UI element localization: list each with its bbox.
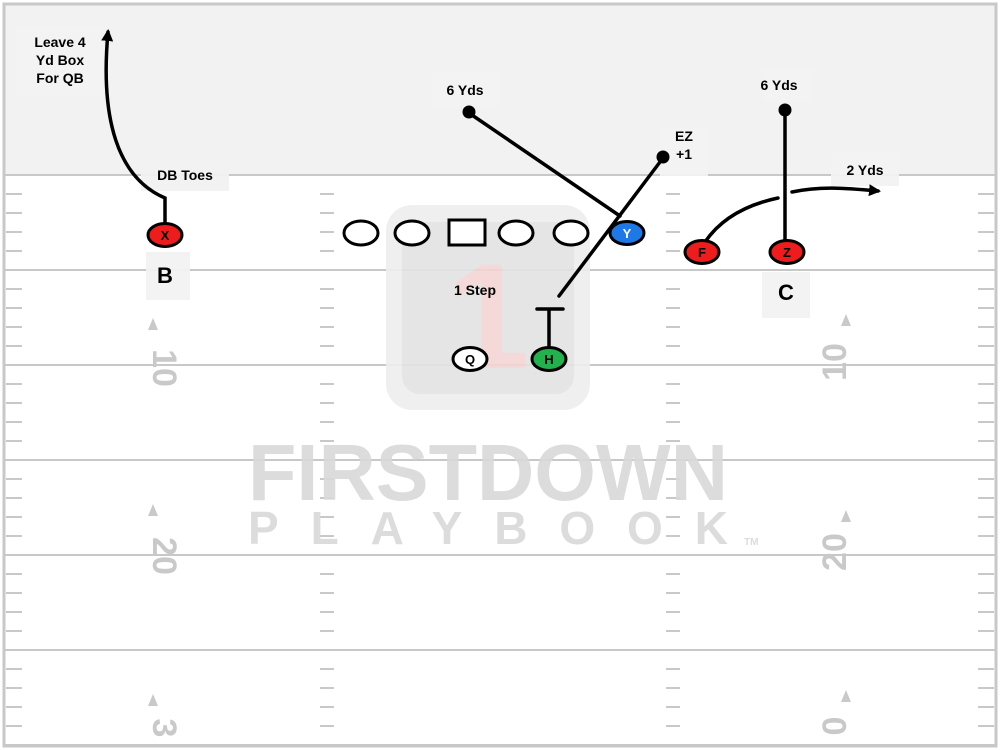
player-x-label: X [161,228,170,243]
player-h-label: H [544,352,553,367]
watermark-logo-mark: 1 [446,232,529,400]
route-end-dot-y [462,105,476,119]
player-f: F [683,239,721,265]
route-end-dot-ez [656,150,670,164]
hash-marks [6,193,994,727]
yard-number-right-20: 20 [816,533,854,571]
note-ez-line-1: EZ [675,128,693,144]
yard-number-left-10: 10 [145,349,183,387]
right-guard [497,219,535,247]
note-one-step: 1 Step [454,282,496,298]
yard-arrow-right-10 [841,314,851,326]
center [447,218,487,247]
left-guard [393,219,431,247]
label-b: B [157,263,173,288]
label-backgrounds [16,26,899,318]
yard-number-left-20: 20 [145,537,183,575]
end-zone [4,4,996,175]
player-y-label: Y [623,226,632,241]
note-two-yds: 2 Yds [846,162,883,178]
right-tackle [552,219,590,247]
player-y: Y [608,220,646,246]
yard-arrow-left-20 [148,504,158,516]
route-y-corner [467,111,622,218]
annotations: Leave 4 Yd Box For QB DB Toes 6 Yds 6 Yd… [34,34,883,305]
yard-number-left-30: 3 [145,719,183,738]
yard-arrow-left-10 [148,318,158,330]
yard-arrow-right-30 [841,690,851,702]
route-f-motion [703,196,780,244]
note-six-yds-z: 6 Yds [760,77,797,93]
player-h: H [530,346,568,372]
player-z-label: Z [783,245,791,260]
player-f-label: F [698,245,706,260]
left-tackle [342,219,380,247]
label-c: C [778,280,794,305]
offensive-line [342,218,590,247]
player-q-label: Q [465,352,475,367]
note-leave-line-1: Leave 4 [34,34,86,50]
watermark-logo-inner [402,222,574,394]
route-end-dot-z [778,103,792,117]
route-x-go [101,29,167,226]
yard-arrow-right-20 [841,510,851,522]
note-leave-line-2: Yd Box [36,52,84,68]
yard-number-right-30: 0 [816,717,854,736]
yard-numbers: 10 20 3 10 20 0 [145,314,854,737]
route-f-flat [790,184,881,197]
note-db-toes: DB Toes [157,167,213,183]
player-q: Q [451,346,489,372]
yard-arrow-left-30 [148,694,158,706]
watermark-trademark: TM [744,537,758,548]
watermark: 1 FIRSTDOWN PLAYBOOK TM [248,205,758,554]
note-leave-line-3: For QB [36,70,83,86]
player-x: X [146,222,184,248]
watermark-word-firstdown: FIRSTDOWN [248,428,728,517]
player-z: Z [768,239,806,265]
note-ez-line-2: +1 [676,146,692,162]
yard-number-right-10: 10 [816,343,854,381]
note-six-yds-y: 6 Yds [446,82,483,98]
